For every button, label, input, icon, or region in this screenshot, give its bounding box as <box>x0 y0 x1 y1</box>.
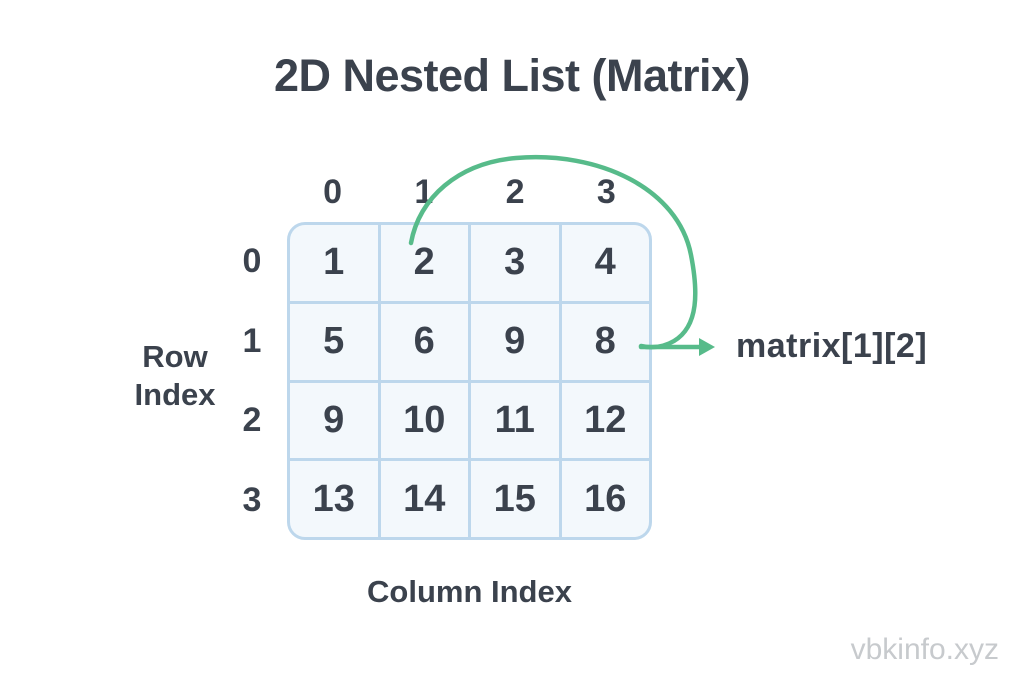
row-axis-label: Row Index <box>134 339 216 413</box>
matrix-cell: 9 <box>471 303 559 380</box>
matrix-cell: 1 <box>290 225 378 301</box>
row-index-value: 1 <box>242 321 262 360</box>
row-index-headers: 0 1 2 3 <box>226 222 278 540</box>
matrix-cell: 5 <box>290 303 378 380</box>
matrix-cell: 3 <box>471 225 559 301</box>
column-index-value: 3 <box>596 172 616 211</box>
row-index-value: 2 <box>242 401 262 440</box>
row-index-value: 3 <box>242 480 262 519</box>
matrix-cell: 16 <box>561 461 649 537</box>
matrix-cell: 10 <box>380 382 468 459</box>
matrix-cell: 9 <box>290 382 378 459</box>
column-index-value: 2 <box>505 172 525 211</box>
watermark: vbkinfo.xyz <box>850 633 999 666</box>
page-title: 2D Nested List (Matrix) <box>273 50 751 101</box>
matrix-cell: 4 <box>561 225 649 301</box>
matrix-cell: 11 <box>471 382 559 459</box>
column-axis-label: Column Index <box>367 574 572 609</box>
matrix-cell: 8 <box>561 303 649 380</box>
row-index-value: 0 <box>242 242 262 281</box>
matrix-cell: 2 <box>380 225 468 301</box>
matrix-cell: 13 <box>290 461 378 537</box>
matrix-cell: 6 <box>380 303 468 380</box>
matrix-cell: 12 <box>561 382 649 459</box>
column-index-value: 1 <box>414 172 434 211</box>
matrix-cell: 15 <box>471 461 559 537</box>
column-index-headers: 0 1 2 3 <box>287 170 652 214</box>
matrix-cell: 14 <box>380 461 468 537</box>
matrix-element-annotation: matrix[1][2] <box>736 327 928 365</box>
column-index-value: 0 <box>323 172 343 211</box>
arrow-head-icon <box>699 338 715 356</box>
